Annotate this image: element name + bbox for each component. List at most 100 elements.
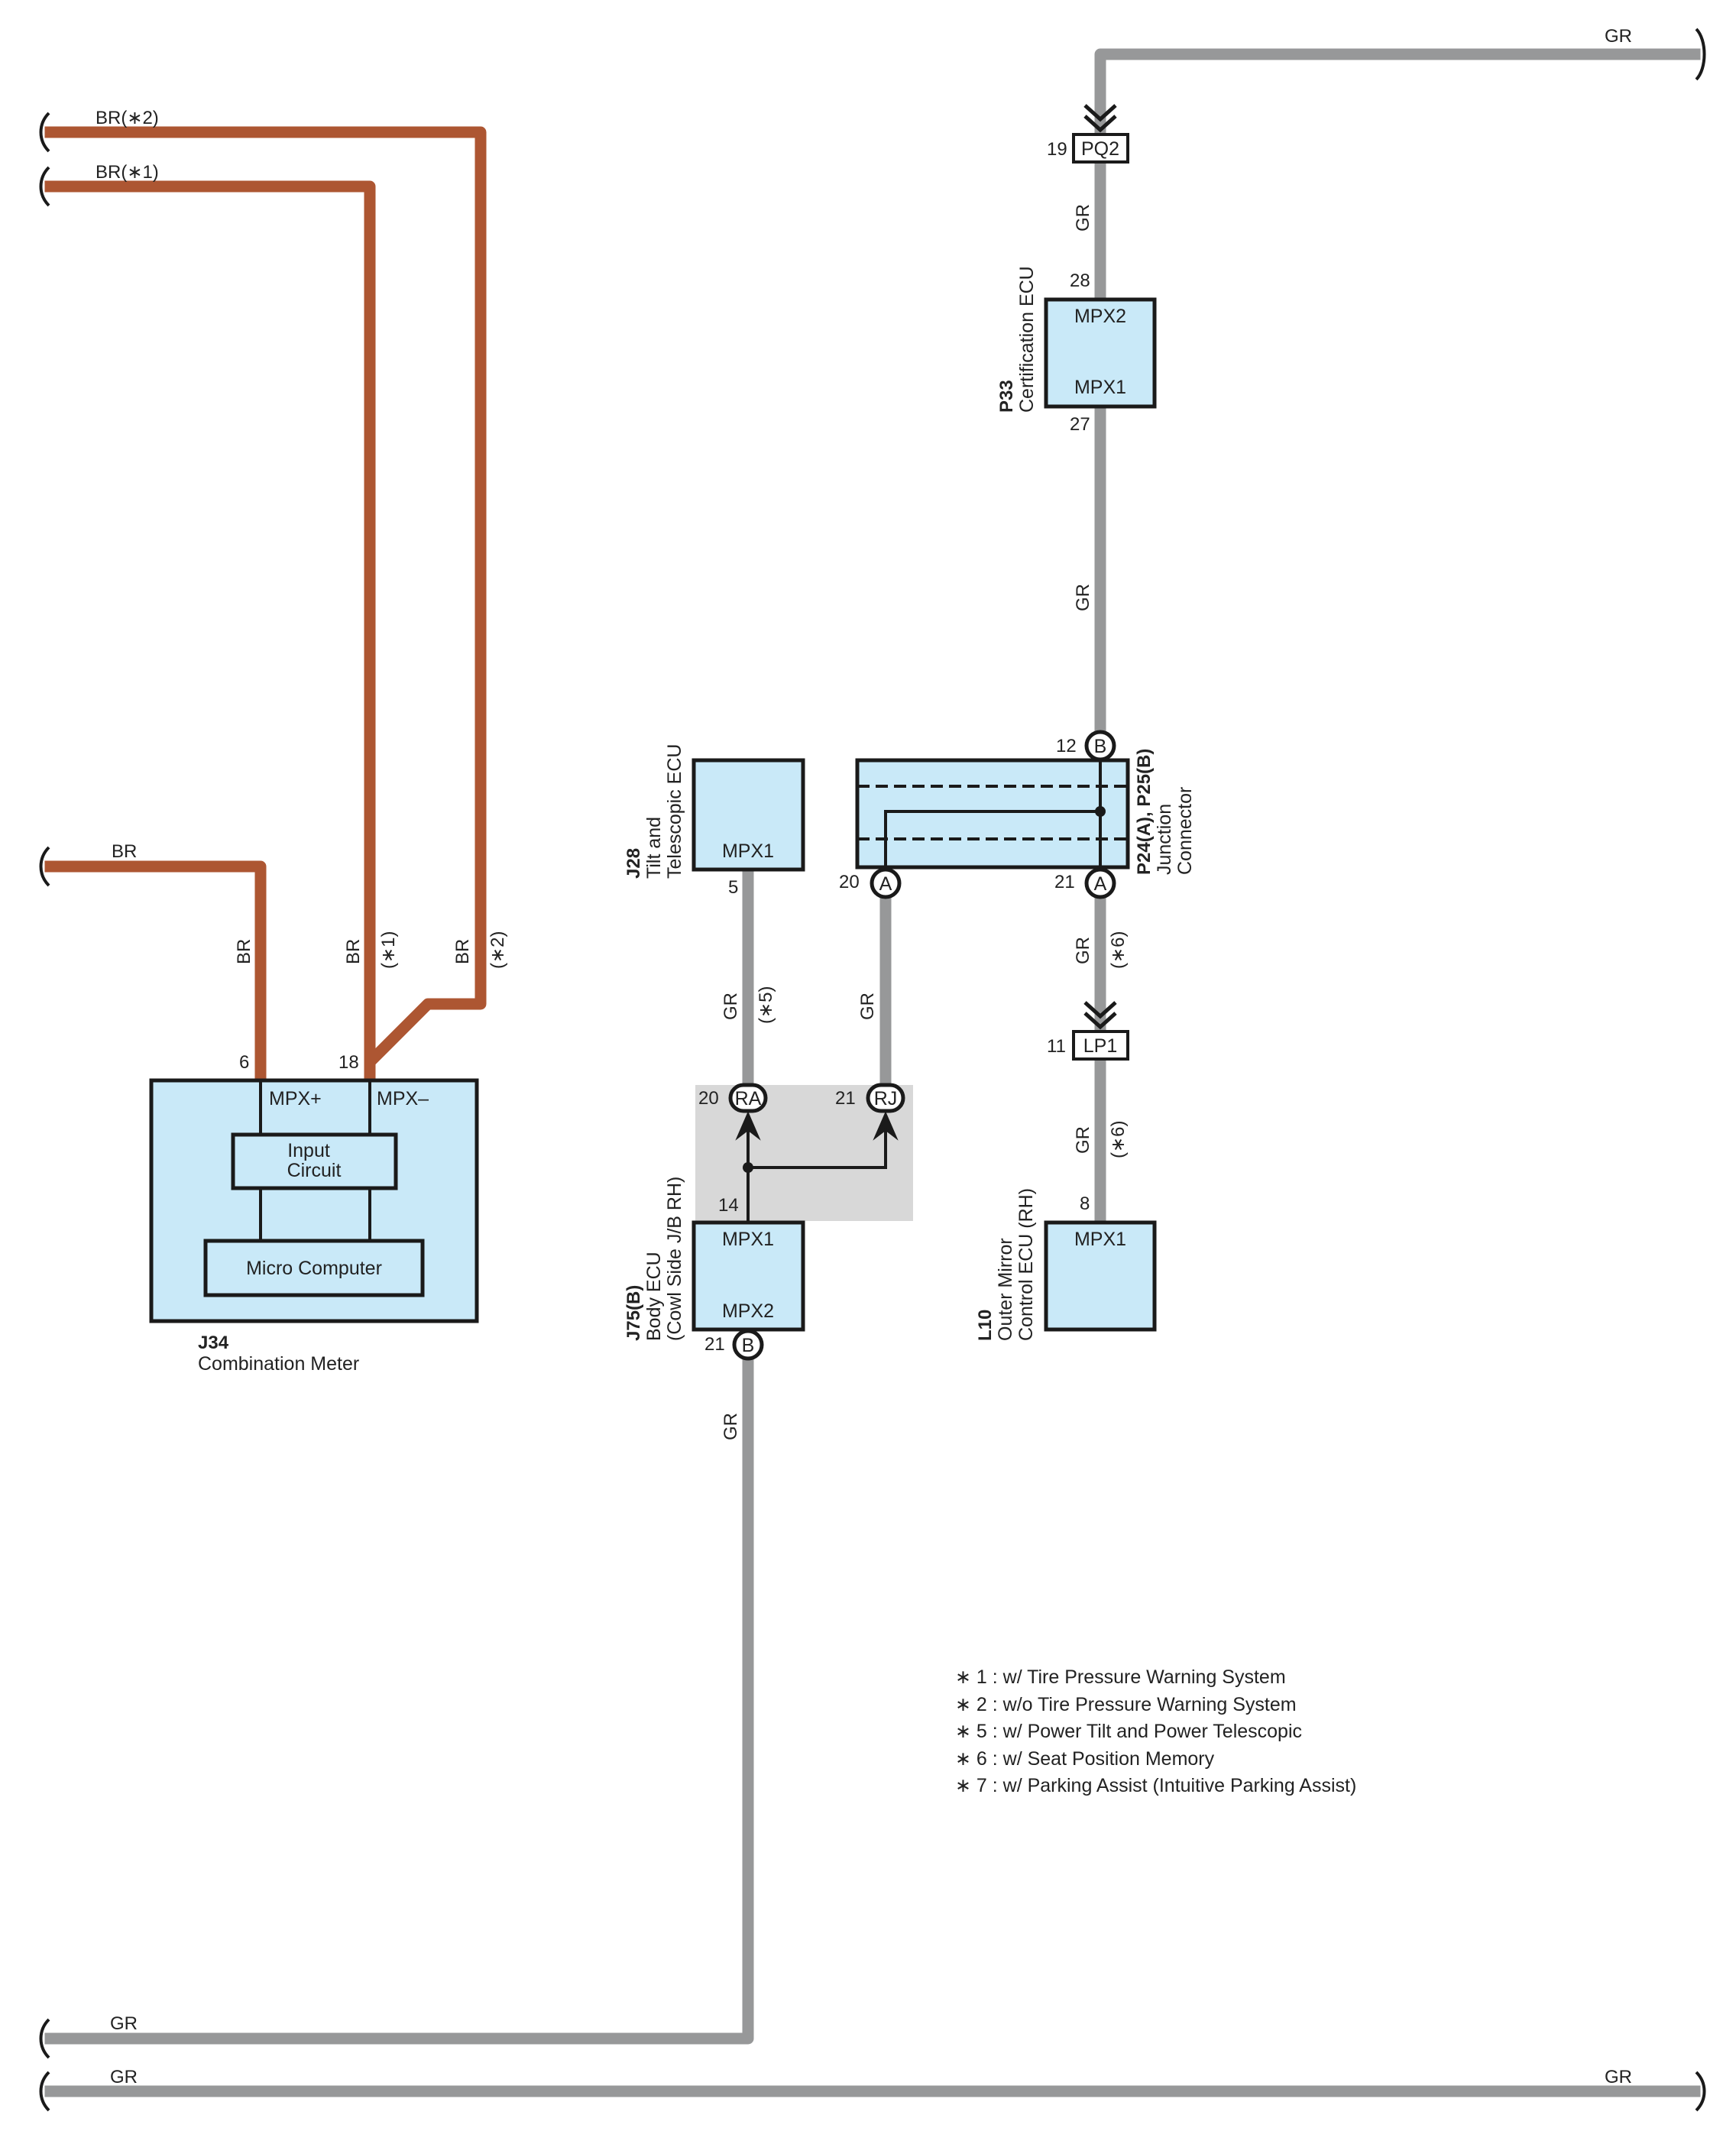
j28-mpx1: MPX1 xyxy=(722,840,774,862)
wire-label: GR xyxy=(1073,584,1093,611)
j28-name: Tilt and xyxy=(643,817,665,879)
wire-label: GR xyxy=(1073,1126,1093,1154)
connector-arrow-icon xyxy=(1083,1001,1117,1030)
p24-name: Connector xyxy=(1174,787,1196,875)
junction-dot xyxy=(743,1162,753,1173)
connector-a-circle xyxy=(870,867,902,899)
p33-name: Certification ECU xyxy=(1016,266,1038,413)
connector-arrow-icon xyxy=(1083,104,1117,133)
j75-mpx2: MPX2 xyxy=(722,1300,774,1322)
wire-label: BR xyxy=(452,939,473,964)
wire-break-icon xyxy=(39,112,50,153)
input-circuit-block xyxy=(231,1132,398,1190)
jb-arrow-icon xyxy=(735,1111,761,1141)
p33-mpx1: MPX1 xyxy=(1074,377,1126,398)
note-item: ∗ 2 : w/o Tire Pressure Warning System xyxy=(955,1694,1297,1715)
wire-label: GR xyxy=(110,2013,138,2034)
p33-certification-ecu: MPX2 MPX1 28 27 P33 Certification ECU xyxy=(996,266,1157,435)
p33-body xyxy=(1044,297,1157,409)
p33-mpx2: MPX2 xyxy=(1074,306,1126,327)
pin-number: 5 xyxy=(728,877,738,898)
note-item: ∗ 5 : w/ Power Tilt and Power Telescopic xyxy=(955,1721,1302,1742)
wire-break-icon xyxy=(1695,2071,1706,2112)
connector-a-circle xyxy=(1084,867,1116,899)
l10-mpx1: MPX1 xyxy=(1074,1229,1126,1250)
wire-label: BR xyxy=(234,939,254,964)
wire-label: GR xyxy=(721,1413,741,1440)
j75-code: J75(B) xyxy=(623,1285,644,1341)
gr-wire-breaks xyxy=(39,28,1706,2112)
pin-number: 8 xyxy=(1080,1193,1090,1214)
conn-ra-label: RA xyxy=(735,1088,762,1109)
j75-name: (Cowl Side J/B RH) xyxy=(664,1177,685,1341)
lp1-connector: LP1 11 xyxy=(1047,1001,1129,1061)
p24-code: P24(A), P25(B) xyxy=(1134,749,1155,875)
wire-gr-body-bottom xyxy=(44,1339,754,2045)
pin-number: 14 xyxy=(718,1195,739,1216)
micro-computer-label: Micro Computer xyxy=(246,1258,382,1279)
wire-note: (∗1) xyxy=(378,931,399,969)
gr-wires xyxy=(44,48,1701,2097)
lp1-box xyxy=(1072,1030,1129,1061)
wire-br-left xyxy=(44,860,267,1087)
connector-a-label: A xyxy=(1094,873,1107,895)
pin-number: 21 xyxy=(704,1334,725,1355)
l10-code: L10 xyxy=(975,1310,996,1341)
wire-label: GR xyxy=(1073,937,1093,964)
l10-name: Outer Mirror xyxy=(995,1238,1016,1341)
j75-name: Body ECU xyxy=(643,1252,665,1341)
input-circuit-label: Circuit xyxy=(287,1160,342,1181)
pin-number: 12 xyxy=(1056,736,1077,756)
micro-computer-block xyxy=(203,1239,425,1297)
wire-note: (∗5) xyxy=(756,986,776,1024)
connector-b-label: B xyxy=(1094,736,1107,757)
lp1-label: LP1 xyxy=(1083,1035,1117,1057)
jb-arrow-icon xyxy=(873,1111,899,1141)
pin-number: 19 xyxy=(1047,139,1067,160)
wire-break-icon xyxy=(1695,28,1706,81)
wire-label: GR xyxy=(110,2067,138,2087)
j28-code: J28 xyxy=(623,848,644,879)
wire-label: BR xyxy=(343,939,364,964)
connector-a-label: A xyxy=(879,873,892,895)
wire-note: (∗6) xyxy=(1108,931,1129,969)
conn-ra-box xyxy=(728,1083,768,1113)
wire-label: BR(∗1) xyxy=(96,162,159,183)
junction-dot xyxy=(1095,806,1106,817)
note-item: ∗ 7 : w/ Parking Assist (Intuitive Parki… xyxy=(955,1775,1356,1796)
conn-rj-label: RJ xyxy=(874,1088,898,1109)
wire-label: BR xyxy=(112,841,137,862)
p33-code: P33 xyxy=(996,380,1017,413)
notes-legend: ∗ 1 : w/ Tire Pressure Warning System ∗ … xyxy=(955,1666,1356,1796)
pin-number: 11 xyxy=(1047,1036,1066,1057)
pq2-label: PQ2 xyxy=(1081,138,1119,160)
pin-number: 28 xyxy=(1070,270,1090,291)
j75-mpx1: MPX1 xyxy=(722,1229,774,1250)
j75-body-ecu: RA RJ 20 21 14 MPX1 MPX2 B 21 J75(B) Bod… xyxy=(623,1083,913,1361)
wire-label: GR xyxy=(857,993,878,1020)
wire-break-icon xyxy=(39,2018,50,2059)
wire-note: (∗2) xyxy=(487,931,508,969)
l10-outer-mirror-ecu: MPX1 8 L10 Outer Mirror Control ECU (RH) xyxy=(975,1188,1157,1341)
p24-name: Junction xyxy=(1154,804,1175,875)
connector-b-circle xyxy=(1084,730,1116,762)
j28-body xyxy=(691,758,805,872)
l10-name: Control ECU (RH) xyxy=(1015,1188,1037,1341)
wire-note: (∗6) xyxy=(1108,1121,1129,1158)
br-wires xyxy=(44,126,487,1087)
br-wire-breaks xyxy=(39,112,50,887)
pq2-box xyxy=(1072,133,1129,164)
wire-label: GR xyxy=(1605,2067,1632,2087)
j28-tilt-telescopic-ecu: MPX1 5 J28 Tilt and Telescopic ECU xyxy=(623,744,805,898)
wire-label: GR xyxy=(721,993,741,1020)
j34-combination-meter: MPX+ MPX– Input Circuit Micro Computer 6… xyxy=(149,1052,479,1375)
wire-label: BR(∗2) xyxy=(96,108,159,128)
pin-number: 18 xyxy=(338,1052,359,1073)
p24-body xyxy=(855,758,1130,870)
pin-number: 20 xyxy=(698,1088,719,1109)
pin-number: 20 xyxy=(839,872,860,892)
wire-gr-top xyxy=(1094,48,1701,156)
note-item: ∗ 1 : w/ Tire Pressure Warning System xyxy=(955,1666,1286,1688)
j34-code: J34 xyxy=(198,1333,229,1353)
